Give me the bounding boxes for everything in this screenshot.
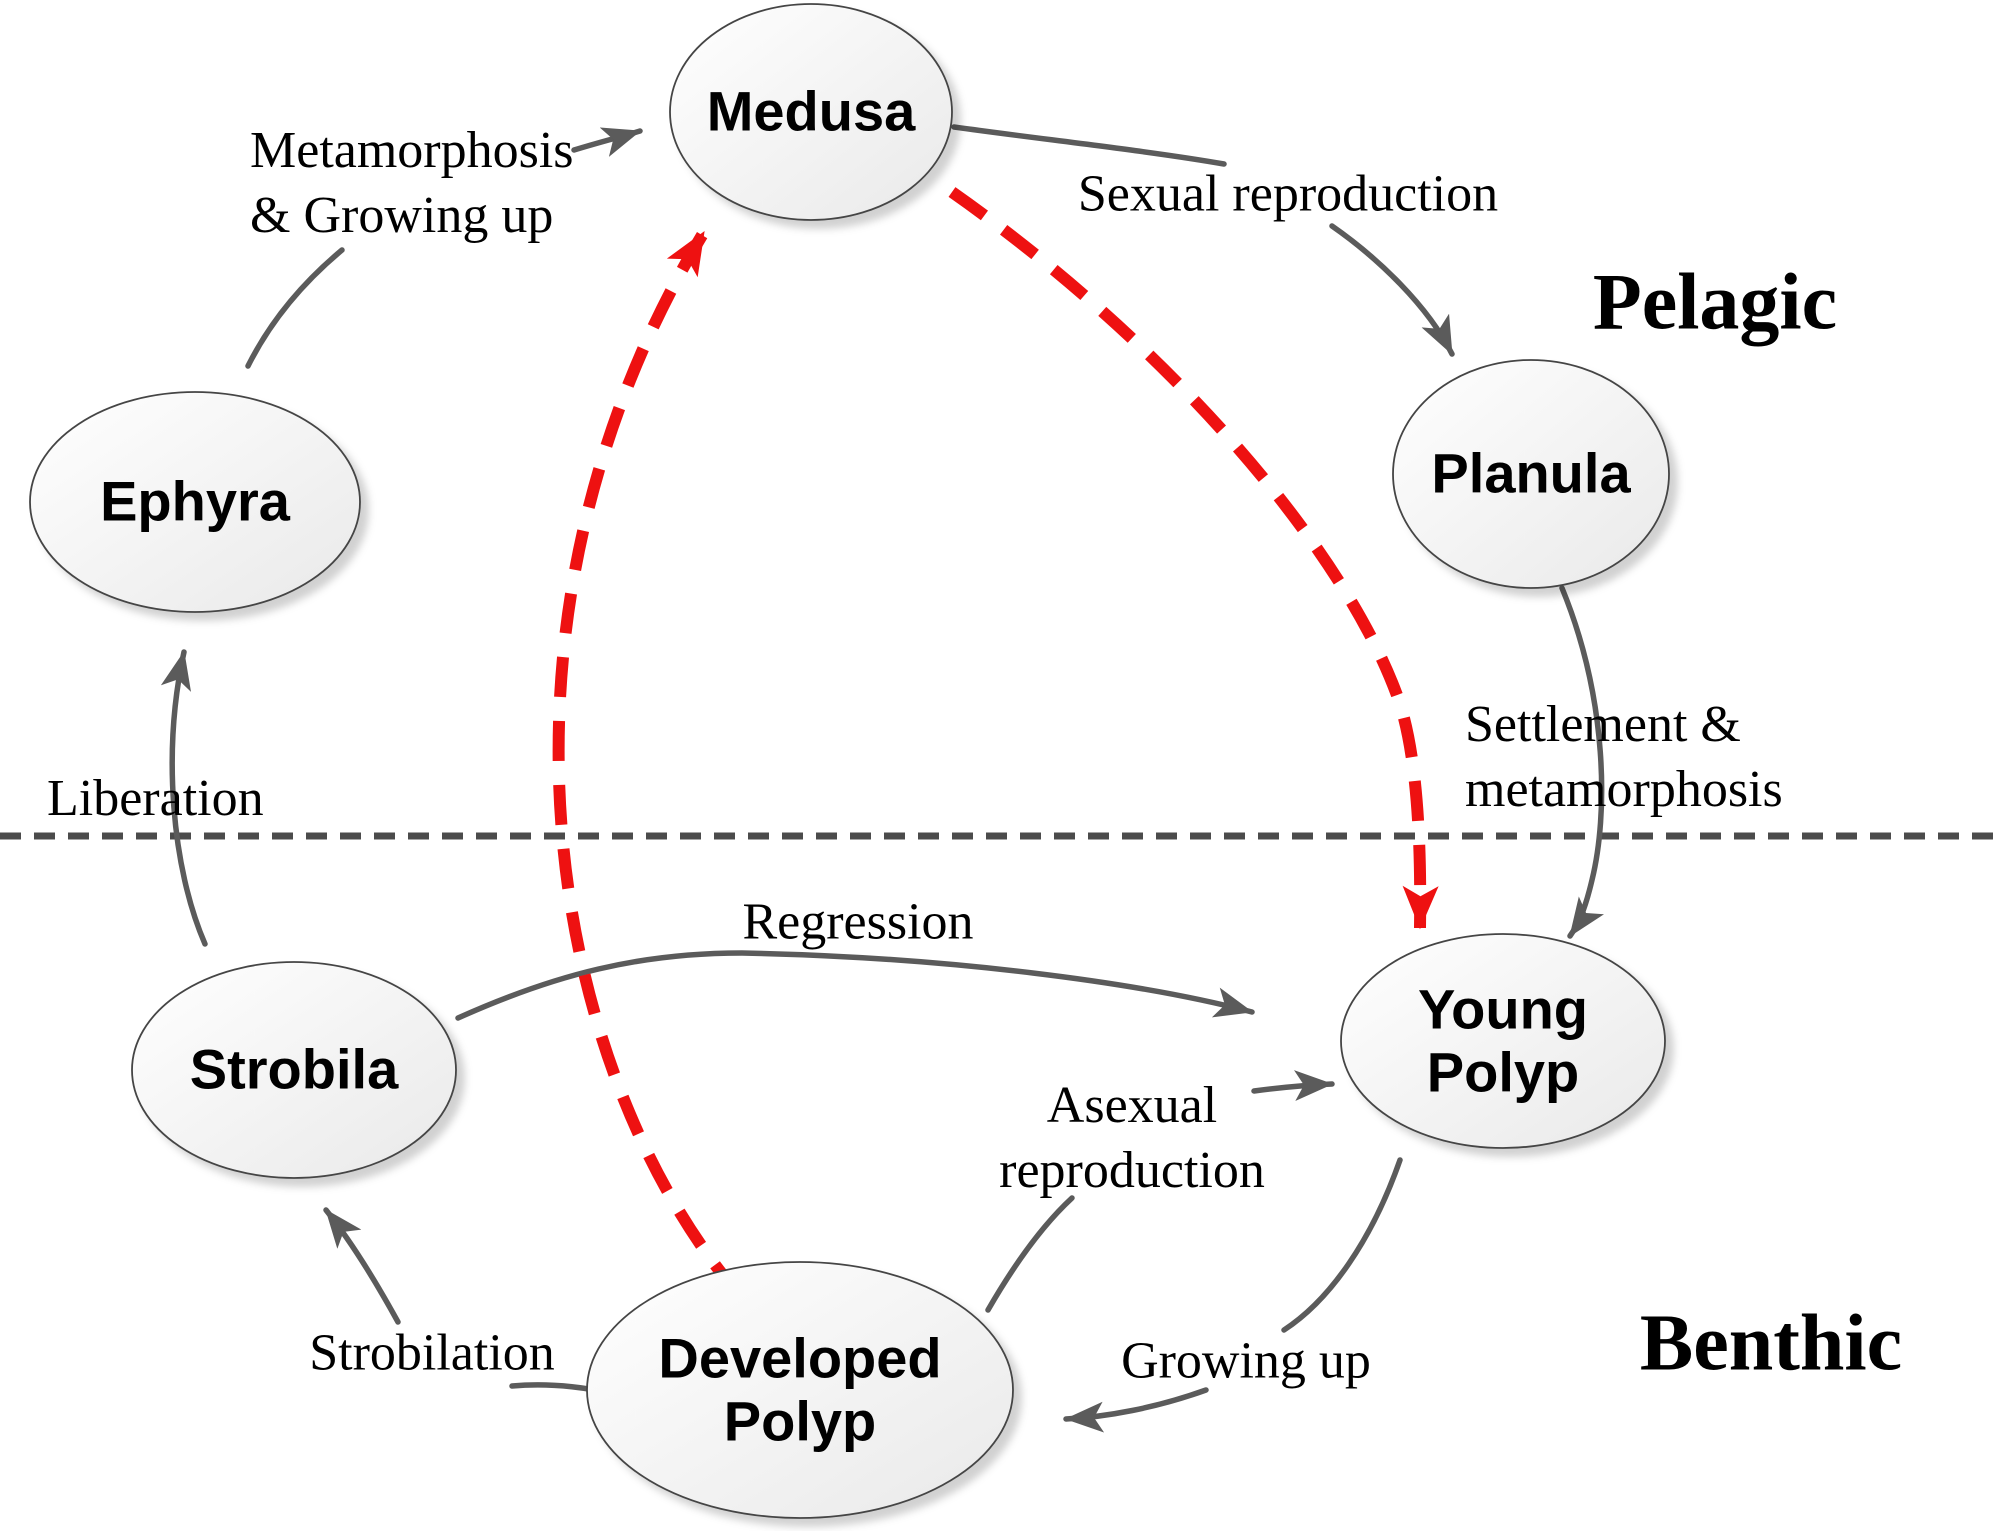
- edge-developedpolyp-medusa-red-dashed-arrow: [552, 228, 745, 1300]
- node-label-young-polyp: Young Polyp: [1417, 977, 1589, 1103]
- edge-youngpolyp-developedpolyp-arrow: [1063, 1387, 1209, 1433]
- edge-ephyra-medusa-arrow: [571, 127, 643, 157]
- edge-developedpolyp-youngpolyp-arrow: [1251, 1070, 1335, 1101]
- edge-youngpolyp-developedpolyp-curve: [1281, 1157, 1403, 1333]
- edge-developedpolyp-youngpolyp-curve: [985, 1195, 1075, 1313]
- edge-planula-youngpolyp-arrow: [1559, 585, 1605, 939]
- edge-label-metamorphosis-growing-up: Metamorphosis & Growing up: [250, 122, 574, 244]
- edge-label-strobilation: Strobilation: [309, 1324, 555, 1382]
- node-label-developed-polyp: Developed Polyp: [658, 1326, 942, 1452]
- edge-label-asexual-reproduction: Asexual reproduction: [999, 1077, 1265, 1199]
- edge-label-regression: Regression: [742, 893, 974, 951]
- edge-ephyra-medusa-curve: [245, 247, 345, 369]
- node-ellipse-planula: [1392, 359, 1670, 589]
- node-ellipse-medusa: [669, 3, 953, 221]
- node-label-planula: Planula: [1431, 441, 1631, 505]
- edge-strobila-youngpolyp-arrow: [455, 950, 1255, 1021]
- node-ellipse-ephyra: [29, 391, 361, 613]
- zone-label-benthic: Benthic: [1639, 1299, 1903, 1388]
- zone-label-pelagic: Pelagic: [1592, 258, 1838, 347]
- node-label-strobila: Strobila: [189, 1037, 399, 1101]
- edge-label-settlement-metamorphosis: Settlement & metamorphosis: [1465, 696, 1783, 818]
- edge-label-sexual-reproduction: Sexual reproduction: [1077, 165, 1499, 223]
- edge-medusa-planula-curve: [951, 124, 1227, 167]
- edge-medusa-planula-arrow: [1329, 223, 1455, 357]
- node-label-medusa: Medusa: [706, 79, 916, 143]
- node-ellipse-developed-polyp: [586, 1261, 1014, 1519]
- node-ellipse-strobila: [131, 961, 457, 1179]
- node-label-ephyra: Ephyra: [100, 469, 290, 533]
- edge-developedpolyp-strobila-arrow: [323, 1207, 401, 1325]
- edge-medusa-youngpolyp-red-dashed-arrow: [948, 187, 1439, 930]
- edge-label-growing-up: Growing up: [1121, 1332, 1371, 1390]
- edge-label-liberation: Liberation: [47, 770, 264, 827]
- edge-strobila-ephyra-arrow: [160, 649, 208, 947]
- node-ellipse-young-polyp: [1340, 933, 1666, 1149]
